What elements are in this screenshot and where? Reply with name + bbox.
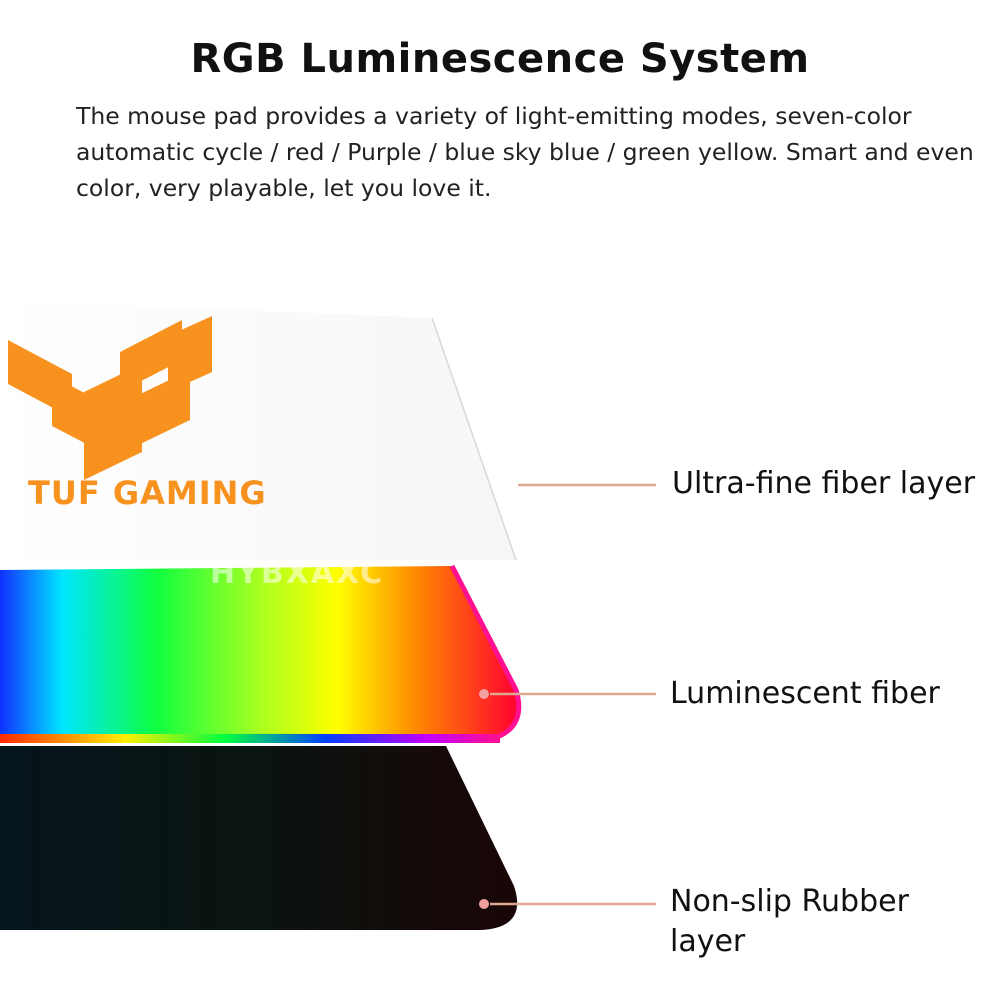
label-luminescent-fiber: Luminescent fiber [670, 676, 940, 711]
luminescent-edge-strip [0, 734, 500, 743]
luminescent-layer-shape [0, 566, 519, 740]
tuf-logo-icon [8, 316, 212, 480]
leader-dot-mid [479, 689, 489, 699]
page-title: RGB Luminescence System [190, 36, 810, 82]
page-description: The mouse pad provides a variety of ligh… [76, 102, 974, 202]
label-fiber-layer: Ultra-fine fiber layer [672, 466, 976, 501]
leader-dot-bot [479, 899, 489, 909]
label-rubber-layer: Non-slip Rubber layer [670, 884, 909, 959]
rubber-layer-shape [0, 746, 518, 930]
watermark-text: HYBXAXC [210, 556, 385, 591]
logo-brand-text: TUF GAMING [28, 474, 267, 512]
